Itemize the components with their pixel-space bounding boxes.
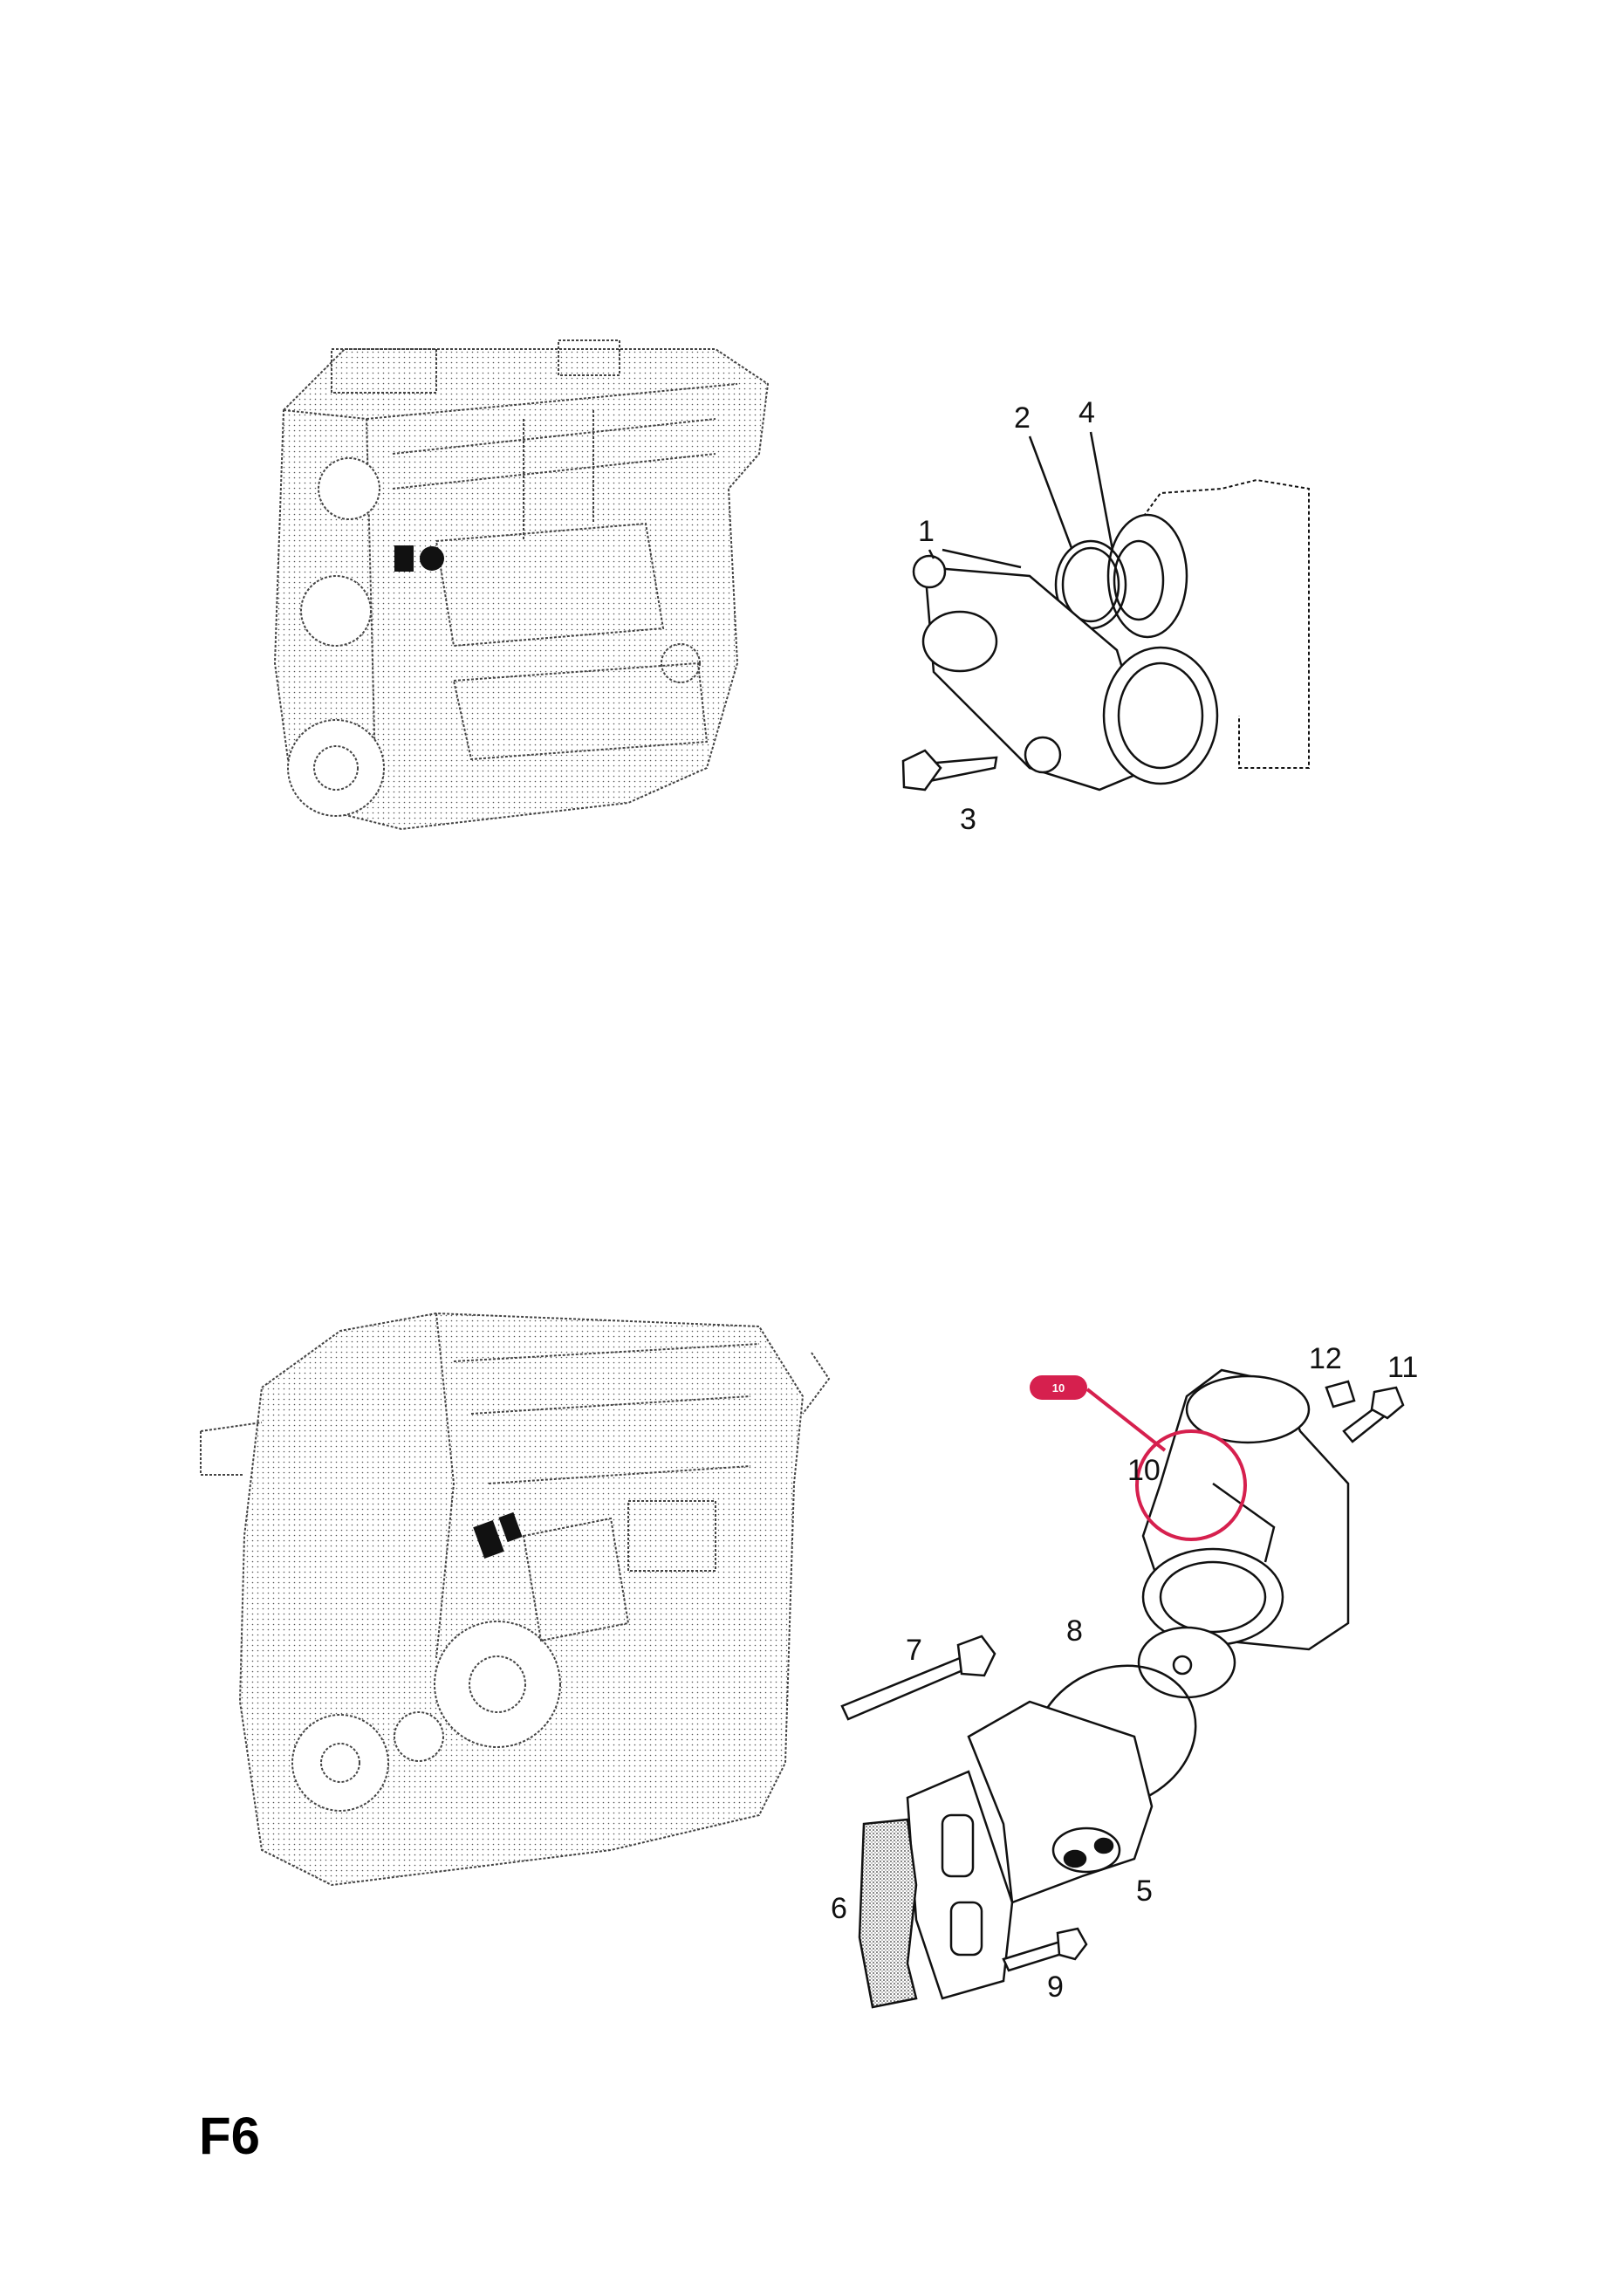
thermostat-housing-top bbox=[901, 478, 1310, 792]
callout-9: 9 bbox=[1047, 1970, 1064, 2004]
callout-4: 4 bbox=[1079, 396, 1095, 429]
page-code: F6 bbox=[199, 2107, 261, 2165]
engine-bottom-highlight-part bbox=[473, 1511, 523, 1559]
callout-8: 8 bbox=[1066, 1614, 1083, 1648]
callout-7: 7 bbox=[906, 1634, 922, 1667]
callout-12: 12 bbox=[1309, 1342, 1342, 1375]
callout-1: 1 bbox=[918, 515, 935, 548]
engine-bottom-illustration bbox=[200, 1312, 831, 1887]
engine-top-highlight-part bbox=[394, 545, 444, 572]
leader-lines-top bbox=[928, 431, 1114, 559]
part-10-highlight bbox=[1085, 1388, 1247, 1541]
thermostat-housing-bottom bbox=[840, 1368, 1405, 2009]
callout-3: 3 bbox=[960, 803, 976, 836]
hotspot-badge-10[interactable]: 10 bbox=[1030, 1375, 1087, 1400]
engine-top-illustration bbox=[273, 339, 770, 831]
callout-11: 11 bbox=[1387, 1351, 1419, 1384]
callout-6: 6 bbox=[831, 1892, 847, 1925]
callout-10: 10 bbox=[1127, 1454, 1161, 1487]
callout-5: 5 bbox=[1136, 1874, 1153, 1908]
callout-2: 2 bbox=[1014, 401, 1031, 435]
